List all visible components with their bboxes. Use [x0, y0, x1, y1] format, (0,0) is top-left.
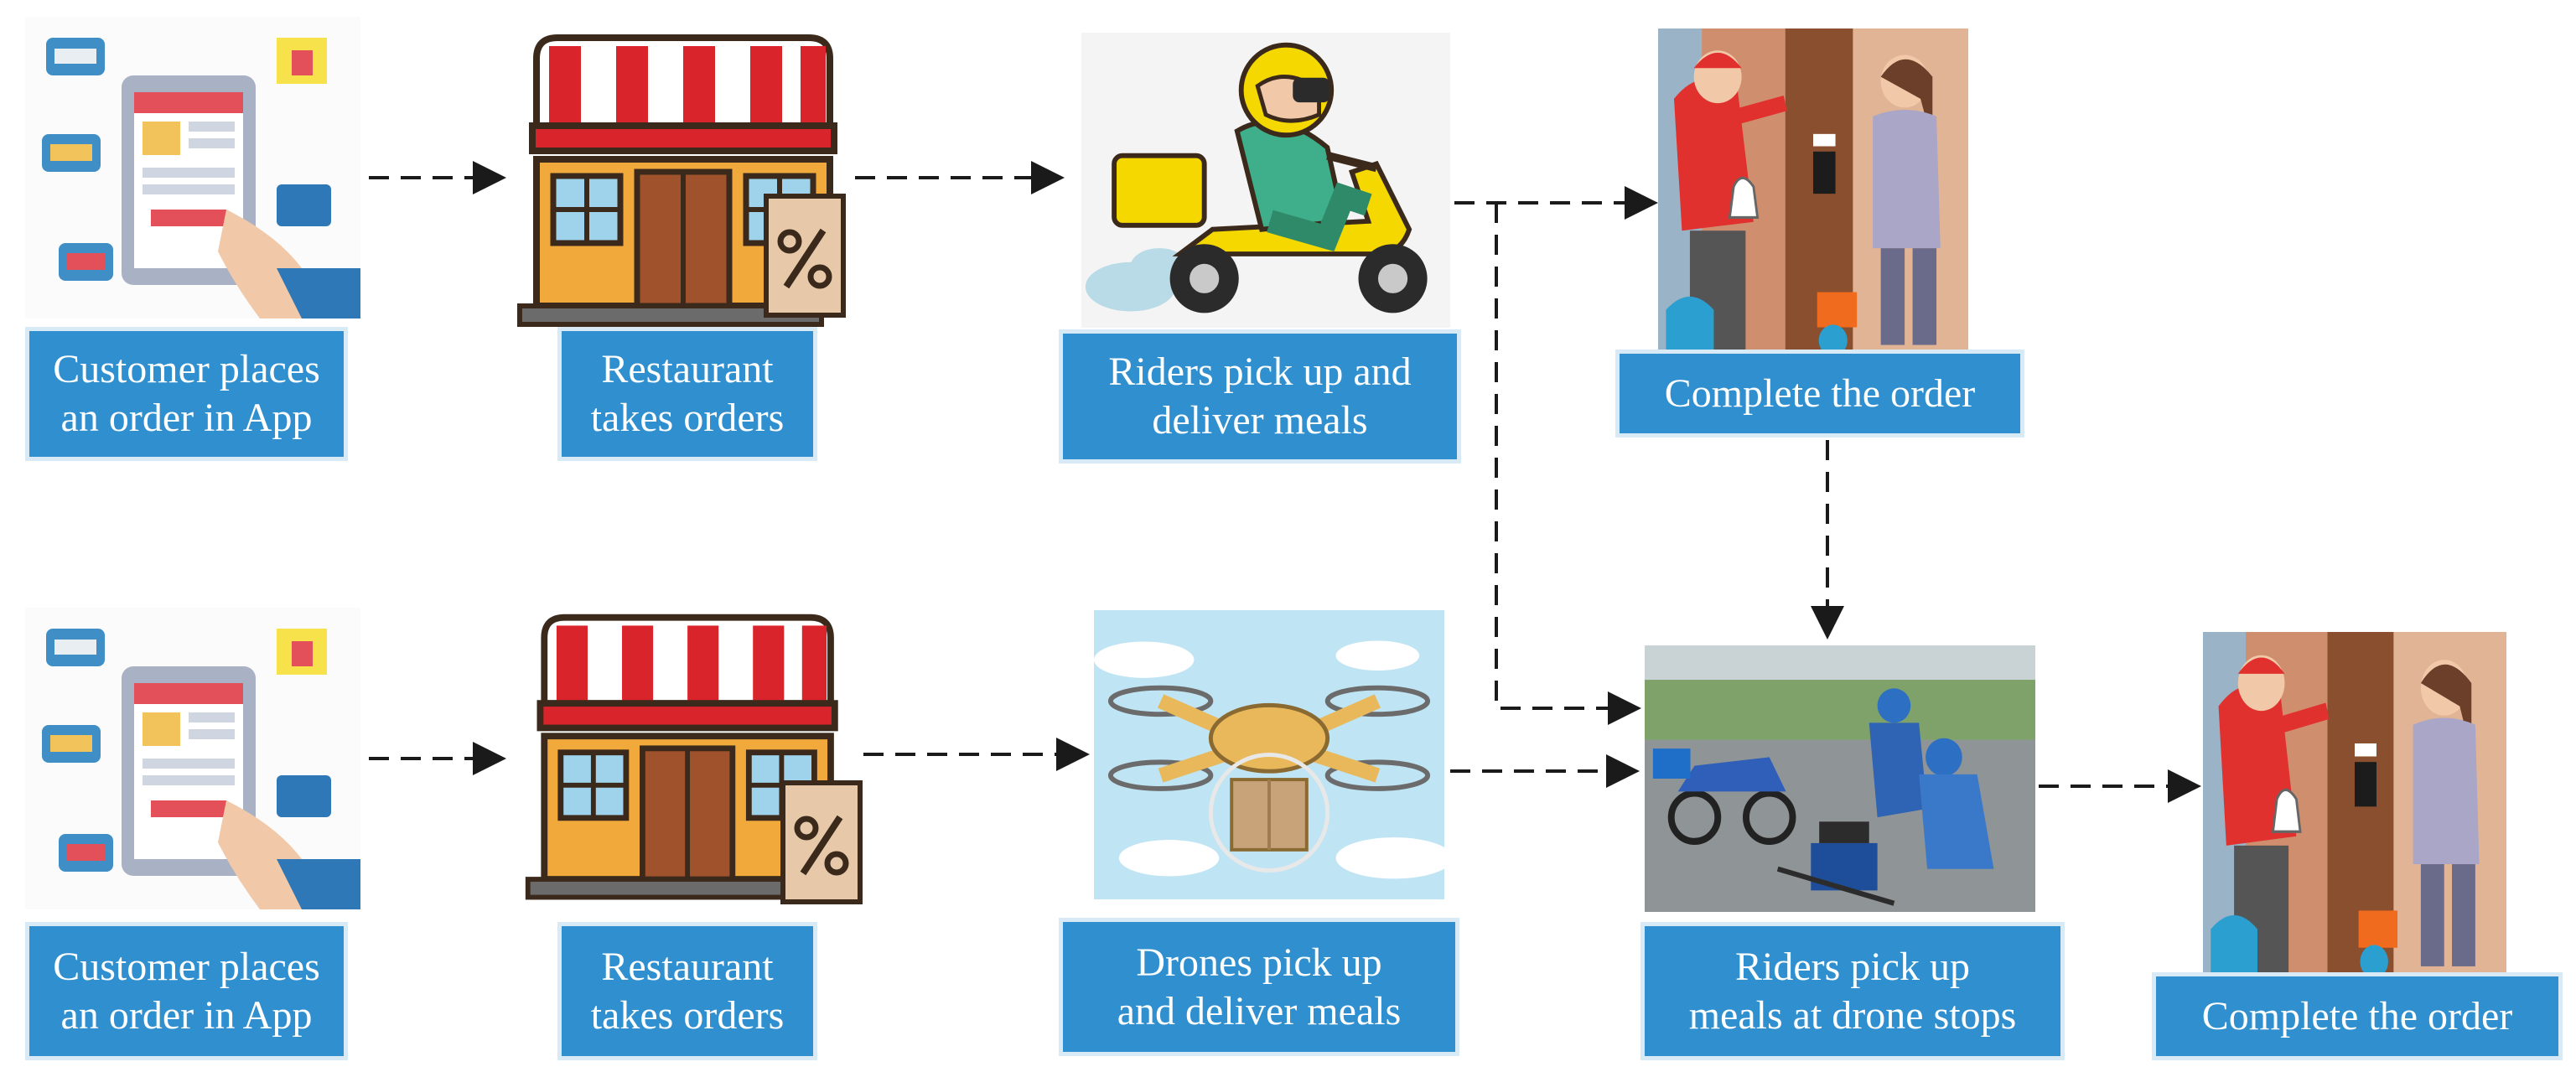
row2-restaurant-label: Restaurant takes orders — [562, 926, 813, 1056]
row2-riders-stop-label: Riders pick up meals at drone stops — [1645, 926, 2060, 1056]
row1-complete-label: Complete the order — [1620, 354, 2020, 433]
row1-customer-label: Customer places an order in App — [29, 331, 344, 457]
row1-riders-label: Riders pick up and deliver meals — [1063, 334, 1457, 459]
row1-restaurant-label: Restaurant takes orders — [562, 331, 813, 457]
row2-drones-label: Drones pick up and deliver meals — [1063, 922, 1455, 1052]
row2-customer-label: Customer places an order in App — [29, 926, 344, 1056]
row2-complete-label: Complete the order — [2156, 976, 2558, 1056]
arrow-r1-riders-to-drone-stop — [1495, 203, 1641, 725]
